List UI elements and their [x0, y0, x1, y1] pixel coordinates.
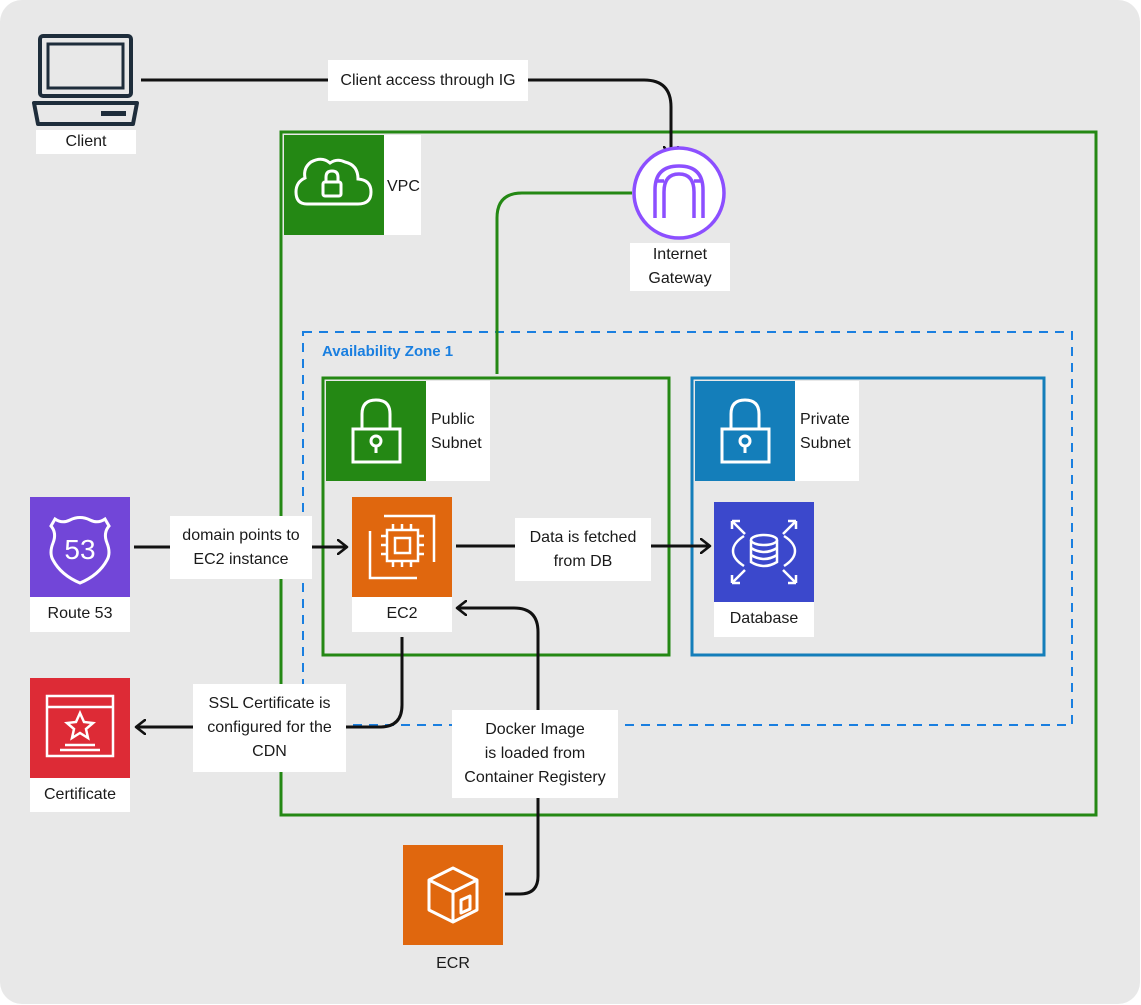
- route53-label: Route 53: [30, 597, 130, 632]
- ecr-label: ECR: [436, 955, 470, 972]
- shield-53-icon: 53: [49, 516, 111, 585]
- vpc-tile: [284, 135, 384, 235]
- public-subnet-tile: [326, 381, 426, 481]
- client-label: Client: [36, 130, 136, 154]
- ec2-tile: [352, 497, 452, 597]
- certificate-icon: [45, 694, 115, 758]
- private-subnet-tile: [695, 381, 795, 481]
- internet-gateway-label: Internet Gateway: [630, 243, 730, 291]
- ec2-label: EC2: [352, 597, 452, 632]
- route53-tile: [30, 497, 130, 597]
- availability-zone-boundary: [302, 331, 1073, 726]
- edge-label-ec2-to-db: Data is fetched from DB: [515, 518, 651, 581]
- cloud-lock-icon: [294, 157, 373, 206]
- internet-gateway-icon: [632, 146, 726, 240]
- monitor-icon: [32, 34, 139, 126]
- edge-ec2-to-cert: [136, 637, 404, 727]
- padlock-icon: [351, 398, 402, 464]
- container-cube-icon: [427, 866, 479, 924]
- edge-client-to-ig: [141, 78, 671, 156]
- edge-label-route53-to-ec2: domain points to EC2 instance: [170, 516, 312, 579]
- certificate-label: Certificate: [30, 778, 130, 812]
- private-subnet-boundary: [690, 376, 1046, 657]
- database-icon: [730, 519, 798, 585]
- vpc-label: VPC: [384, 135, 421, 235]
- public-subnet-label: Public Subnet: [426, 381, 490, 481]
- database-label: Database: [714, 602, 814, 637]
- public-subnet-boundary: [321, 376, 671, 657]
- edge-label-ec2-to-cert: SSL Certificate is configured for the CD…: [193, 684, 346, 772]
- vpc-boundary: [279, 130, 1098, 817]
- edge-ig-to-public-subnet: [495, 191, 632, 374]
- chip-icon: [368, 514, 436, 580]
- edge-label-client-to-ig: Client access through IG: [328, 60, 528, 101]
- edge-label-ecr-to-ec2: Docker Image is loaded from Container Re…: [452, 710, 618, 798]
- availability-zone-title: Availability Zone 1: [322, 343, 454, 360]
- route53-badge-text: 53: [64, 534, 95, 565]
- padlock-icon: [720, 398, 771, 464]
- private-subnet-label: Private Subnet: [795, 381, 859, 481]
